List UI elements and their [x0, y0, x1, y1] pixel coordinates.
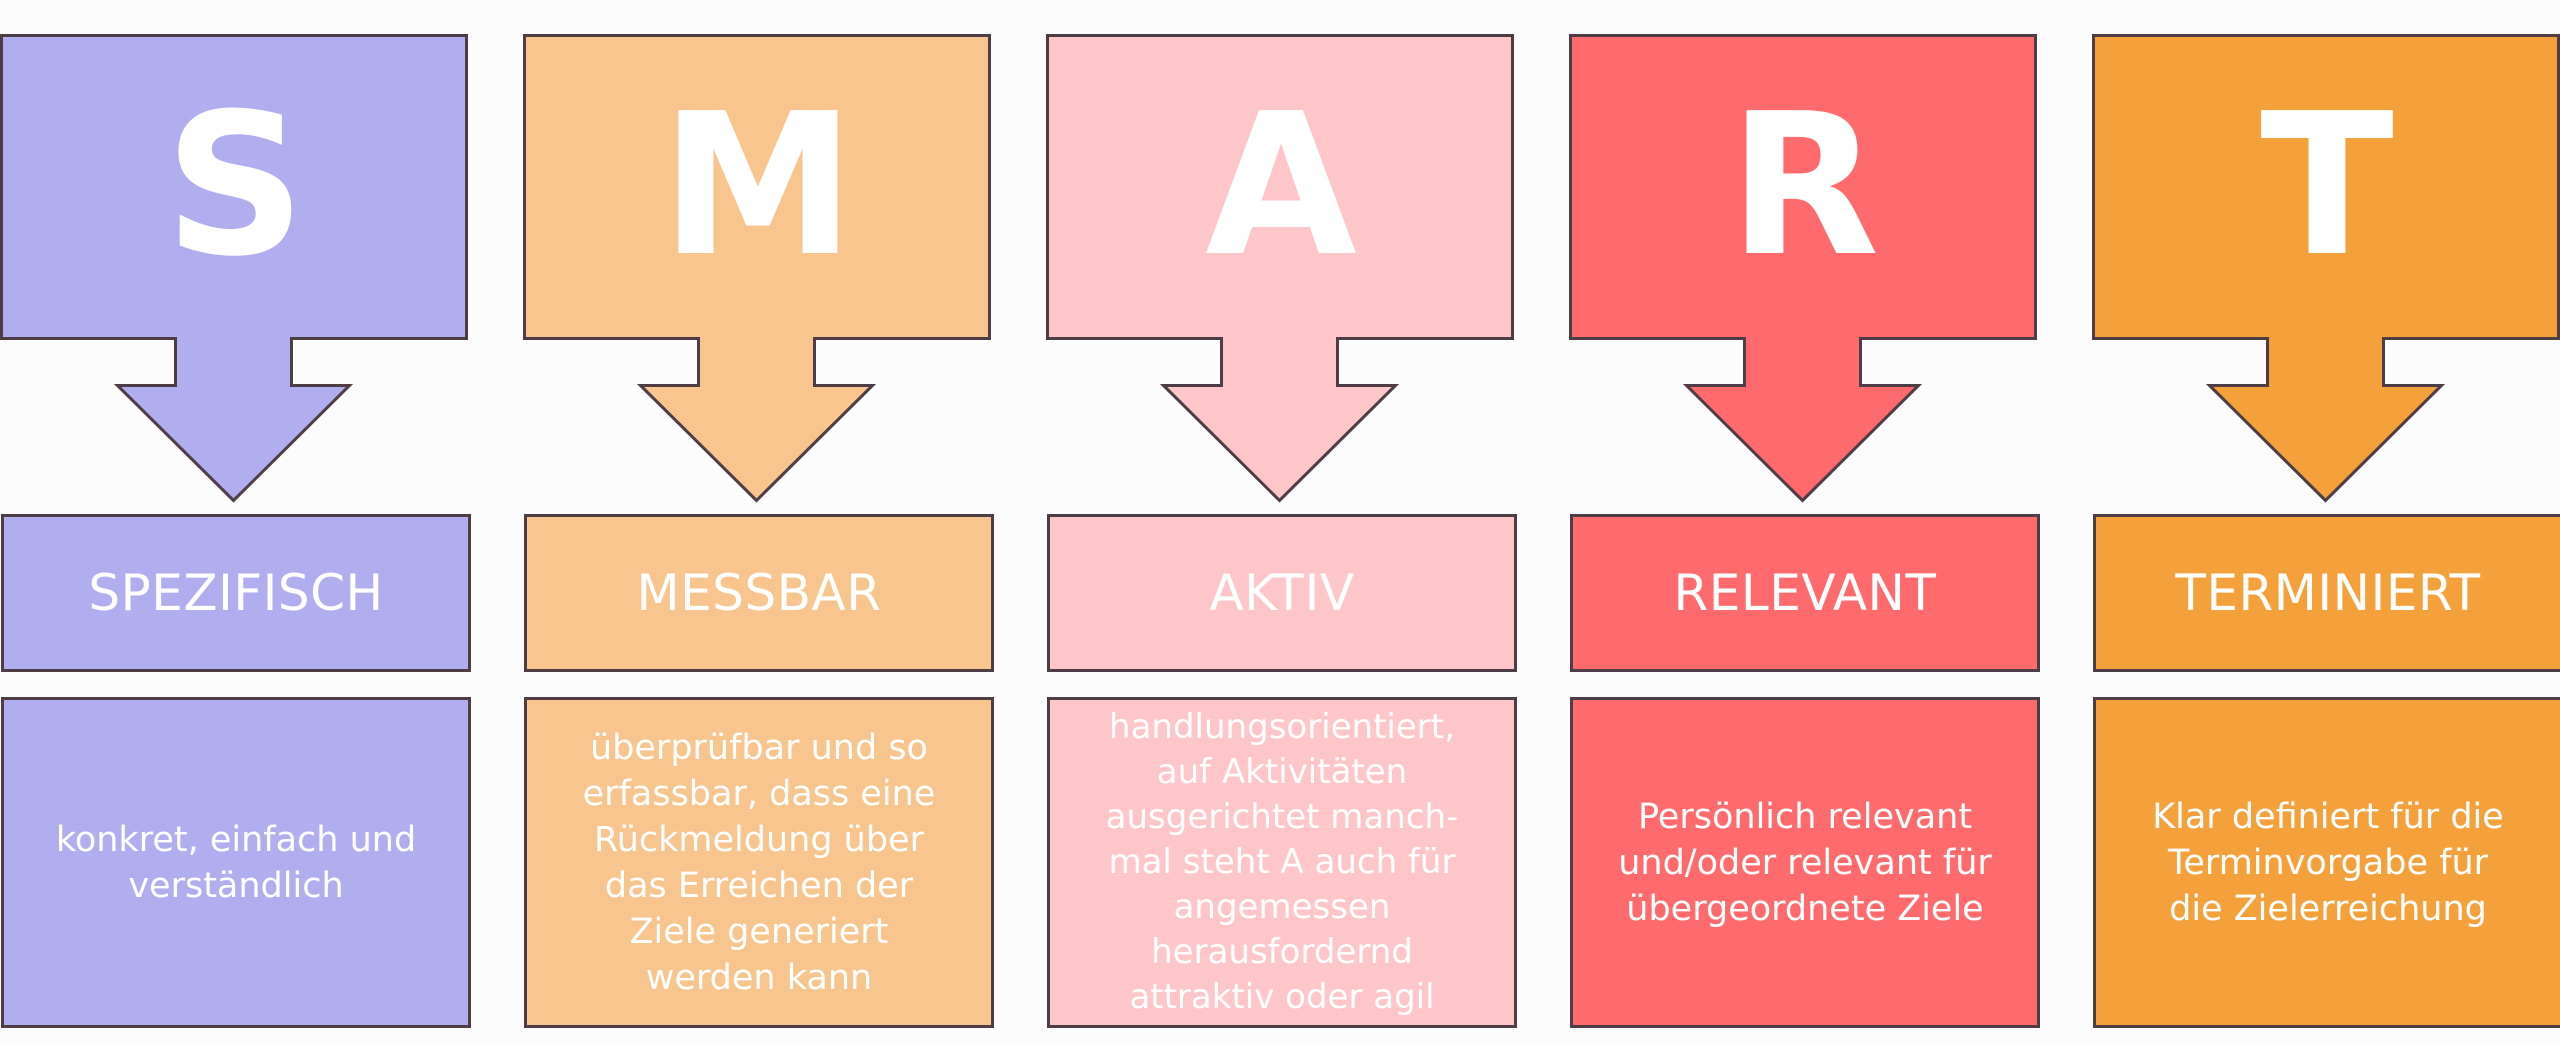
title-relevant: RELEVANT	[1570, 514, 2040, 672]
description-terminiert: Klar definiert für die Terminvorgabe für…	[2152, 796, 2504, 929]
letter-m: M	[660, 72, 856, 300]
smart-column-m: M MESSBAR überprüfbar und so erfassbar, …	[523, 0, 994, 1044]
smart-column-r: R RELEVANT Persönlich relevant und/oder …	[1569, 0, 2040, 1044]
down-arrow-box-a	[1046, 34, 1514, 503]
description-aktiv: handlungsorientiert, auf Aktivitäten aus…	[1105, 707, 1459, 1017]
down-arrow-box-m	[523, 34, 991, 503]
title-messbar: MESSBAR	[524, 514, 994, 672]
down-arrow-box-s	[0, 34, 468, 503]
letter-r: R	[1728, 72, 1880, 300]
description-box-s: konkret, einfach und verständlich	[1, 697, 471, 1028]
description-box-a: handlungsorientiert, auf Aktivitäten aus…	[1047, 697, 1517, 1028]
description-relevant: Persönlich relevant und/oder relevant fü…	[1618, 796, 1992, 929]
smart-column-a: A AKTIV handlungsorientiert, auf Aktivit…	[1046, 0, 1517, 1044]
letter-a: A	[1205, 72, 1357, 300]
title-spezifisch: SPEZIFISCH	[1, 514, 471, 672]
description-box-m: überprüfbar und so erfassbar, dass eine …	[524, 697, 994, 1028]
smart-column-s: S SPEZIFISCH konkret, einfach und verstä…	[0, 0, 471, 1044]
down-arrow-box-r	[1569, 34, 2037, 503]
letter-t: T	[2260, 72, 2394, 300]
letter-s: S	[164, 72, 306, 300]
description-box-r: Persönlich relevant und/oder relevant fü…	[1570, 697, 2040, 1028]
description-spezifisch: konkret, einfach und verständlich	[55, 819, 417, 906]
title-terminiert: TERMINIERT	[2093, 514, 2560, 672]
description-box-t: Klar definiert für die Terminvorgabe für…	[2093, 697, 2560, 1028]
title-aktiv: AKTIV	[1047, 514, 1517, 672]
smart-column-t: T TERMINIERT Klar definiert für die Term…	[2092, 0, 2560, 1044]
description-messbar: überprüfbar und so erfassbar, dass eine …	[582, 727, 936, 998]
down-arrow-box-t	[2092, 34, 2560, 503]
